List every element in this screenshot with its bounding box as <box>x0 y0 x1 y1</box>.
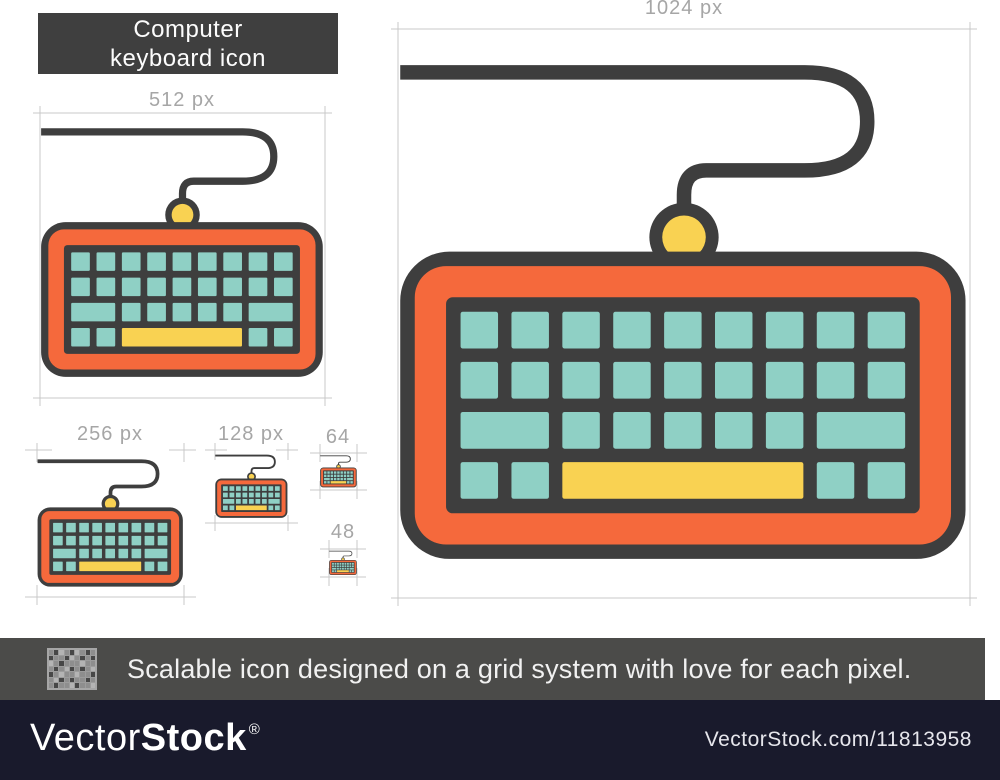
pixel-cell <box>90 661 95 666</box>
pixel-cell <box>54 677 59 683</box>
pixel-cell <box>49 666 54 672</box>
pixel-cell <box>64 683 69 688</box>
title-line-1: Computer <box>133 15 243 43</box>
pixel-cell <box>80 661 85 666</box>
pixel-cell <box>54 666 59 672</box>
pixel-cell <box>49 655 54 661</box>
pixel-cell <box>59 661 64 666</box>
size-label-512: 512 px <box>148 89 216 111</box>
size-label-48: 48 <box>330 521 356 543</box>
pixel-cell <box>54 661 59 666</box>
pixel-cell <box>64 672 69 677</box>
pixel-cell <box>85 672 90 677</box>
keyboard-icon-256 <box>37 459 184 589</box>
pixel-cell <box>69 650 75 655</box>
pixel-cell <box>80 655 85 661</box>
banner: Scalable icon designed on a grid system … <box>0 638 985 700</box>
size-label-128: 128 px <box>217 423 285 445</box>
title-box: Computer keyboard icon <box>38 13 338 74</box>
pixel-cell <box>75 655 80 661</box>
pixel-cell <box>80 677 85 683</box>
brand-bold: Stock <box>140 716 247 759</box>
pixel-cell <box>64 655 69 661</box>
pixel-cell <box>90 683 95 688</box>
pixel-cell <box>69 655 75 661</box>
pixel-cell <box>69 661 75 666</box>
pixel-cell <box>49 677 54 683</box>
pixel-cell <box>85 655 90 661</box>
pixel-cell <box>75 677 80 683</box>
size-label-1024: 1024 px <box>644 0 724 19</box>
pixel-cell <box>90 666 95 672</box>
pixel-cell <box>54 650 59 655</box>
pixel-cell <box>80 683 85 688</box>
keyboard-icon-48 <box>329 550 357 576</box>
keyboard-icon-128 <box>215 454 288 519</box>
vectorstock-logo: VectorStock® <box>30 716 261 760</box>
pixel-cell <box>69 677 75 683</box>
pixel-cell <box>49 650 54 655</box>
pixel-cell <box>80 666 85 672</box>
pixel-cell <box>59 655 64 661</box>
pixel-cell <box>49 672 54 677</box>
pixel-cell <box>90 677 95 683</box>
keyboard-icon-512 <box>40 110 325 397</box>
pixel-cell <box>69 672 75 677</box>
pixel-cell <box>85 650 90 655</box>
pixel-cell <box>64 677 69 683</box>
pixel-cell <box>64 650 69 655</box>
registered-mark: ® <box>248 721 261 739</box>
pixel-cell <box>75 672 80 677</box>
footer-bar: VectorStock® VectorStock.com/11813958 <box>0 700 1000 780</box>
pixel-cell <box>59 677 64 683</box>
pixel-grid-icon <box>47 648 97 690</box>
pixel-cell <box>85 683 90 688</box>
pixel-cell <box>59 672 64 677</box>
pixel-cell <box>69 683 75 688</box>
pixel-cell <box>64 666 69 672</box>
title-line-2: keyboard icon <box>110 44 266 72</box>
banner-text: Scalable icon designed on a grid system … <box>127 653 912 684</box>
watermark-url: VectorStock.com/11813958 <box>704 728 972 751</box>
pixel-cell <box>49 661 54 666</box>
pixel-cell <box>69 666 75 672</box>
pixel-cell <box>75 650 80 655</box>
pixel-cell <box>54 655 59 661</box>
pixel-cell <box>80 650 85 655</box>
pixel-cell <box>54 683 59 688</box>
size-label-256: 256 px <box>76 423 144 445</box>
size-label-64: 64 <box>325 426 351 448</box>
keyboard-icon-1024 <box>398 29 970 599</box>
pixel-cell <box>49 683 54 688</box>
pixel-cell <box>85 677 90 683</box>
pixel-cell <box>59 666 64 672</box>
pixel-cell <box>85 661 90 666</box>
pixel-cell <box>80 672 85 677</box>
pixel-cell <box>75 666 80 672</box>
pixel-cell <box>75 683 80 688</box>
keyboard-icon-64 <box>320 455 357 488</box>
pixel-cell <box>59 683 64 688</box>
pixel-cell <box>75 661 80 666</box>
pixel-cell <box>64 661 69 666</box>
brand-light: Vector <box>30 716 141 759</box>
pixel-cell <box>90 650 95 655</box>
pixel-cell <box>90 672 95 677</box>
pixel-cell <box>90 655 95 661</box>
pixel-cell <box>59 650 64 655</box>
pixel-cell <box>85 666 90 672</box>
pixel-cell <box>54 672 59 677</box>
